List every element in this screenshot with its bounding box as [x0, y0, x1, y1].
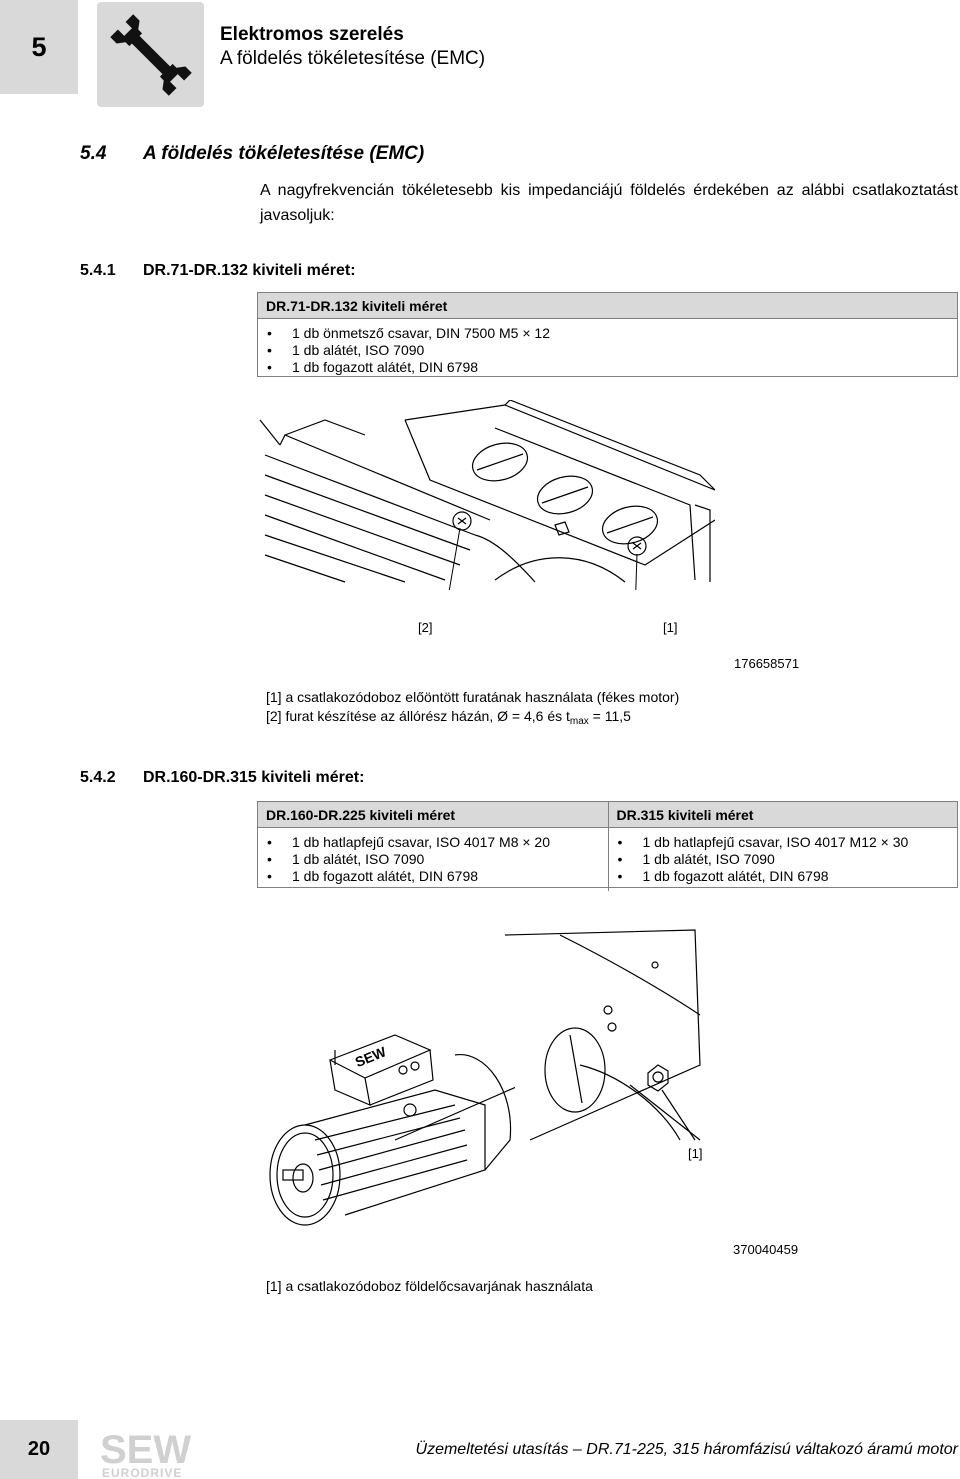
motor-terminal-box-drawing: [259, 400, 715, 590]
chapter-number: 5: [31, 31, 47, 62]
caption-2-value: = 11,5: [588, 708, 631, 724]
figure-2-caption: [1] a csatlakozódoboz földelőcsavarjának…: [266, 1278, 593, 1294]
parts-table-2-right-item: 1 db alátét, ISO 7090: [617, 851, 950, 868]
subsection-1-title: DR.71-DR.132 kiviteli méret:: [143, 262, 356, 279]
caption-2-text: [2] furat készítése az állórész házán, Ø…: [266, 708, 570, 724]
parts-table-1-item: 1 db önmetsző csavar, DIN 7500 M5 × 12: [266, 325, 949, 342]
wrench-icon: [109, 13, 192, 96]
wrench-icon-box: [97, 2, 204, 107]
section-intro: A nagyfrekvencián tökéletesebb kis imped…: [260, 182, 958, 224]
parts-table-1: DR.71-DR.132 kiviteli méret 1 db önmetsz…: [257, 292, 958, 377]
parts-table-2-left: DR.160-DR.225 kiviteli méret 1 db hatlap…: [258, 802, 608, 891]
subsection-2-number: 5.4.2: [80, 769, 116, 786]
page-number-box: 20: [0, 1420, 78, 1479]
footer-document-title: Üzemeltetési utasítás – DR.71-225, 315 h…: [416, 1441, 958, 1459]
motor-drawing: SEW: [269, 1034, 515, 1226]
parts-table-2-left-item: 1 db fogazott alátét, DIN 6798: [266, 868, 600, 885]
parts-table-2-right-header: DR.315 kiviteli méret: [608, 802, 957, 828]
parts-table-2: DR.160-DR.225 kiviteli méret 1 db hatlap…: [257, 801, 958, 891]
parts-table-2-right-item: 1 db hatlapfejű csavar, ISO 4017 M12 × 3…: [617, 834, 950, 851]
figure-1-label-1: [1]: [663, 620, 678, 635]
figure-1-caption-1: [1] a csatlakozódoboz előöntött furatána…: [266, 689, 680, 705]
header-subtitle: A földelés tökéletesítése (EMC): [220, 48, 486, 69]
footer-text-italic: Üzemeltetési utasítás: [415, 1441, 569, 1458]
parts-table-1-header: DR.71-DR.132 kiviteli méret: [258, 293, 957, 319]
sew-eurodrive-logo: SEW EURODRIVE: [100, 1428, 191, 1479]
subsection-1-number: 5.4.1: [80, 262, 116, 279]
figure-1-caption-2: [2] furat készítése az állórész házán, Ø…: [266, 707, 631, 731]
parts-table-1-item: 1 db fogazott alátét, DIN 6798: [266, 359, 949, 376]
parts-table-2-right: DR.315 kiviteli méret 1 db hatlapfejű cs…: [607, 802, 957, 891]
parts-table-2-left-item: 1 db hatlapfejű csavar, ISO 4017 M8 × 20: [266, 834, 600, 851]
parts-table-2-left-header: DR.160-DR.225 kiviteli méret: [258, 802, 608, 828]
footer-logo-top: SEW: [100, 1428, 191, 1472]
figure-2-label-1: [1]: [688, 1146, 703, 1161]
parts-table-2-right-item: 1 db fogazott alátét, DIN 6798: [617, 868, 950, 885]
subsection-2-title: DR.160-DR.315 kiviteli méret:: [143, 769, 365, 786]
footer-text-rest: – DR.71-225, 315 háromfázisú váltakozó á…: [568, 1441, 958, 1458]
terminal-box-detail-drawing: [504, 929, 701, 1141]
caption-2-subscript: max: [569, 716, 589, 727]
figure-2-id: 370040459: [733, 1242, 799, 1257]
section-title: A földelés tökéletesítése (EMC): [143, 143, 425, 164]
header-title: Elektromos szerelés: [220, 24, 404, 45]
section-number: 5.4: [80, 143, 107, 164]
motor-logo-text: SEW: [353, 1043, 389, 1070]
footer-logo-bottom: EURODRIVE: [102, 1466, 182, 1479]
chapter-number-box: 5: [0, 0, 78, 94]
parts-table-2-left-item: 1 db alátét, ISO 7090: [266, 851, 600, 868]
figure-1-label-2: [2]: [418, 620, 433, 635]
page-number: 20: [27, 1438, 51, 1460]
parts-table-1-item: 1 db alátét, ISO 7090: [266, 342, 949, 359]
figure-1-id: 176658571: [734, 656, 800, 671]
